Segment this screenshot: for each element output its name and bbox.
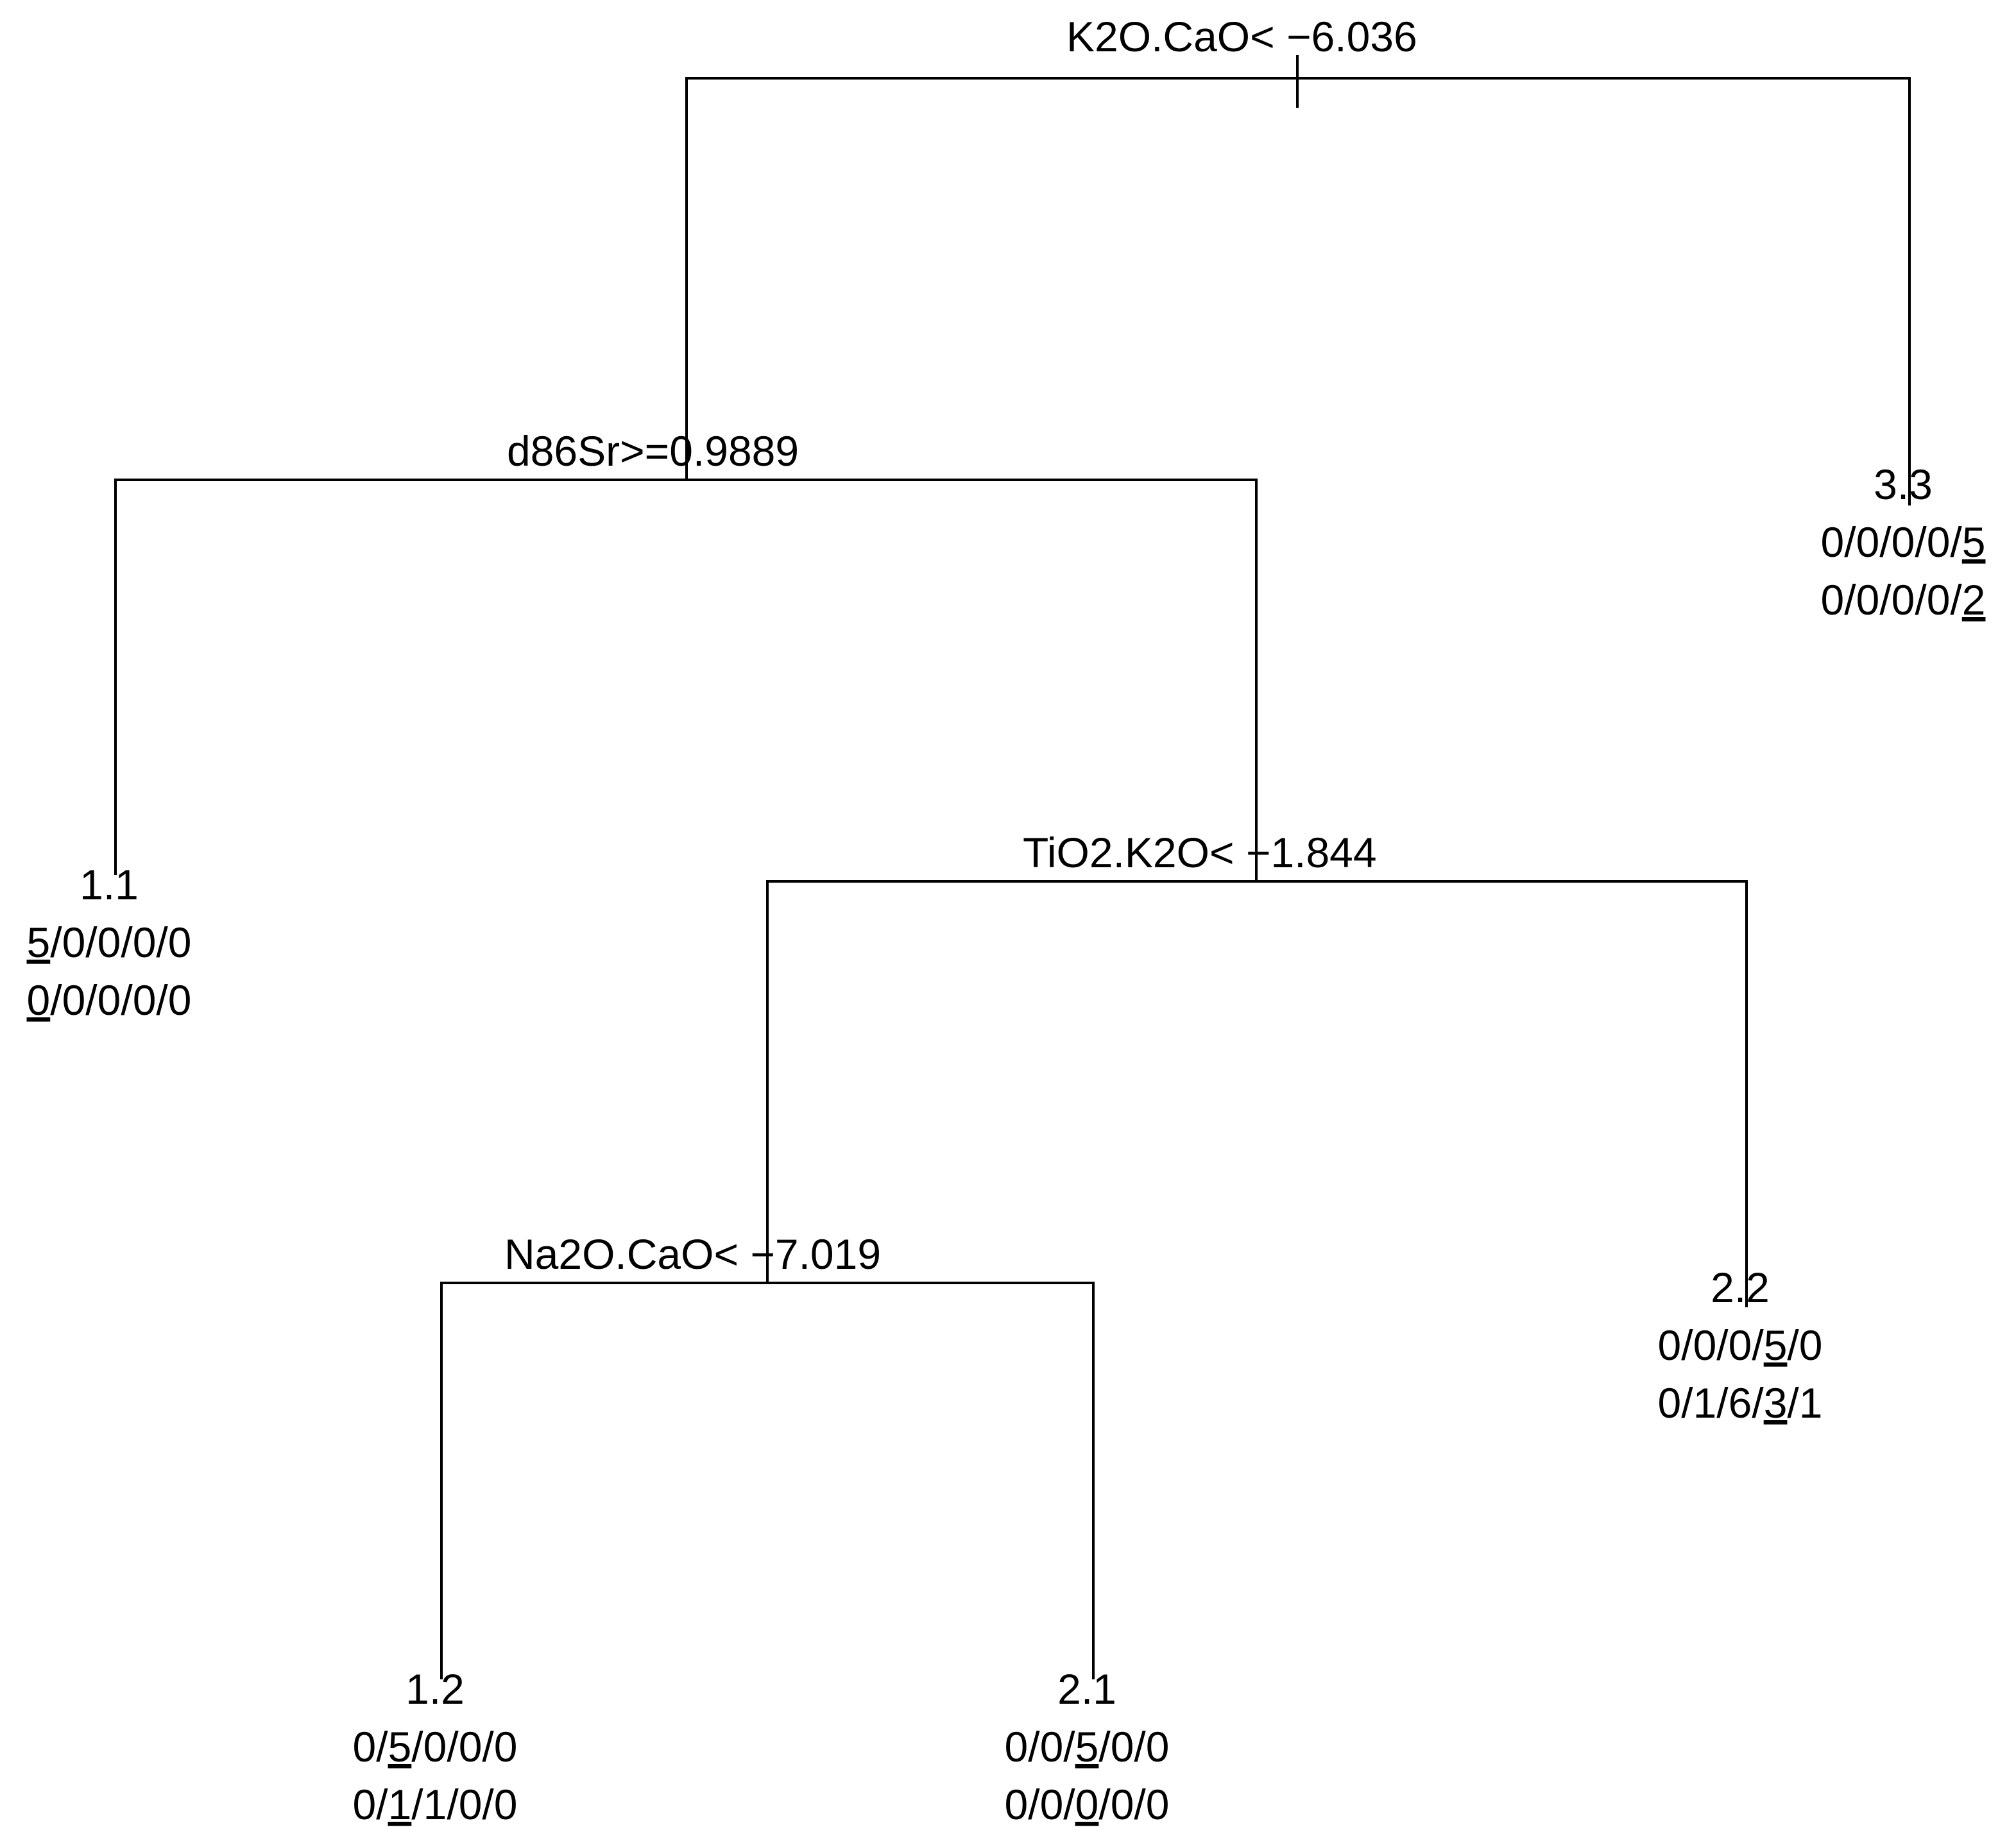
class-count: 0	[1821, 576, 1845, 624]
class-count: 0	[1856, 518, 1880, 566]
leaf-counts-row1: 0/5/0/0/0	[353, 1723, 518, 1770]
class-count: 1	[1693, 1379, 1717, 1427]
predicted-class-count: 1	[388, 1781, 412, 1828]
predicted-class-count: 0	[27, 976, 51, 1024]
class-count: 0	[1040, 1781, 1064, 1828]
leaf-node-1.2: 1.2 0/5/0/0/0 0/1/1/0/0	[353, 1665, 518, 1828]
class-count: 6	[1729, 1379, 1752, 1427]
leaf-counts-row1: 0/0/0/0/5	[1821, 518, 1986, 566]
class-count: 1	[1799, 1379, 1823, 1427]
class-count: 0	[133, 919, 157, 966]
class-count: 0	[1927, 518, 1951, 566]
class-count: 0	[1856, 576, 1880, 624]
tree-edges	[114, 55, 1911, 1679]
class-count: 0	[168, 976, 192, 1024]
class-count: 0	[1658, 1379, 1682, 1427]
class-count: 0	[494, 1723, 518, 1770]
class-count: 0	[133, 976, 157, 1024]
class-count: 0	[168, 919, 192, 966]
class-count: 0	[1005, 1781, 1029, 1828]
predicted-class-count: 2	[1962, 576, 1986, 624]
class-count: 0	[1111, 1723, 1134, 1770]
class-count: 0	[1892, 518, 1915, 566]
leaf-nodes: 1.1 5/0/0/0/0 0/0/0/0/0 1.2 0/5/0/0/0 0/1/1/0…	[27, 461, 1986, 1828]
leaf-node-2.1: 2.1 0/0/5/0/0 0/0/0/0/0	[1005, 1665, 1170, 1828]
leaf-node-1.1: 1.1 5/0/0/0/0 0/0/0/0/0	[27, 861, 192, 1024]
class-count: 0	[1821, 518, 1845, 566]
leaf-counts-row1: 0/0/5/0/0	[1005, 1723, 1170, 1770]
split-label-d86sr: d86Sr>=0.9889	[507, 427, 799, 475]
leaf-class-label: 2.2	[1711, 1264, 1770, 1311]
split-label-tio2-k2o: TiO2.K2O< −1.844	[1023, 829, 1377, 876]
class-count: 1	[423, 1781, 447, 1828]
leaf-node-3.3: 3.3 0/0/0/0/5 0/0/0/0/2	[1821, 461, 1986, 624]
class-count: 0	[1146, 1781, 1170, 1828]
class-count: 0	[1658, 1321, 1682, 1369]
predicted-class-count: 5	[388, 1723, 412, 1770]
class-count: 0	[459, 1723, 483, 1770]
leaf-counts-row2: 0/0/0/0/0	[27, 976, 192, 1024]
leaf-counts-row2: 0/1/1/0/0	[353, 1781, 518, 1828]
leaf-counts-row2: 0/1/6/3/1	[1658, 1379, 1823, 1427]
leaf-class-label: 3.3	[1874, 461, 1933, 508]
class-count: 0	[98, 976, 121, 1024]
leaf-class-label: 1.2	[406, 1665, 465, 1713]
class-count: 0	[1927, 576, 1951, 624]
class-count: 0	[494, 1781, 518, 1828]
leaf-class-label: 1.1	[80, 861, 139, 908]
class-count: 0	[1693, 1321, 1717, 1369]
class-count: 0	[98, 919, 121, 966]
class-count: 0	[1729, 1321, 1752, 1369]
predicted-class-count: 5	[1764, 1321, 1788, 1369]
class-count: 0	[1146, 1723, 1170, 1770]
class-count: 0	[62, 919, 86, 966]
predicted-class-count: 3	[1764, 1379, 1788, 1427]
class-count: 0	[1799, 1321, 1823, 1369]
predicted-class-count: 0	[1075, 1781, 1099, 1828]
class-count: 0	[1040, 1723, 1064, 1770]
class-count: 0	[459, 1781, 483, 1828]
predicted-class-count: 5	[27, 919, 51, 966]
split-label-k2o-cao: K2O.CaO< −6.036	[1066, 13, 1417, 60]
predicted-class-count: 5	[1075, 1723, 1099, 1770]
leaf-class-label: 2.1	[1057, 1665, 1116, 1713]
class-count: 0	[353, 1781, 377, 1828]
class-count: 0	[423, 1723, 447, 1770]
leaf-counts-row1: 0/0/0/5/0	[1658, 1321, 1823, 1369]
leaf-counts-row1: 5/0/0/0/0	[27, 919, 192, 966]
class-count: 0	[1005, 1723, 1029, 1770]
split-label-na2o-cao: Na2O.CaO< −7.019	[504, 1230, 881, 1278]
split-labels: K2O.CaO< −6.036 d86Sr>=0.9889 TiO2.K2O< …	[504, 13, 1417, 1278]
class-count: 0	[1892, 576, 1915, 624]
leaf-node-2.2: 2.2 0/0/0/5/0 0/1/6/3/1	[1658, 1264, 1823, 1427]
class-count: 0	[353, 1723, 377, 1770]
class-count: 0	[62, 976, 86, 1024]
class-count: 0	[1111, 1781, 1134, 1828]
predicted-class-count: 5	[1962, 518, 1986, 566]
leaf-counts-row2: 0/0/0/0/0	[1005, 1781, 1170, 1828]
leaf-counts-row2: 0/0/0/0/2	[1821, 576, 1986, 624]
